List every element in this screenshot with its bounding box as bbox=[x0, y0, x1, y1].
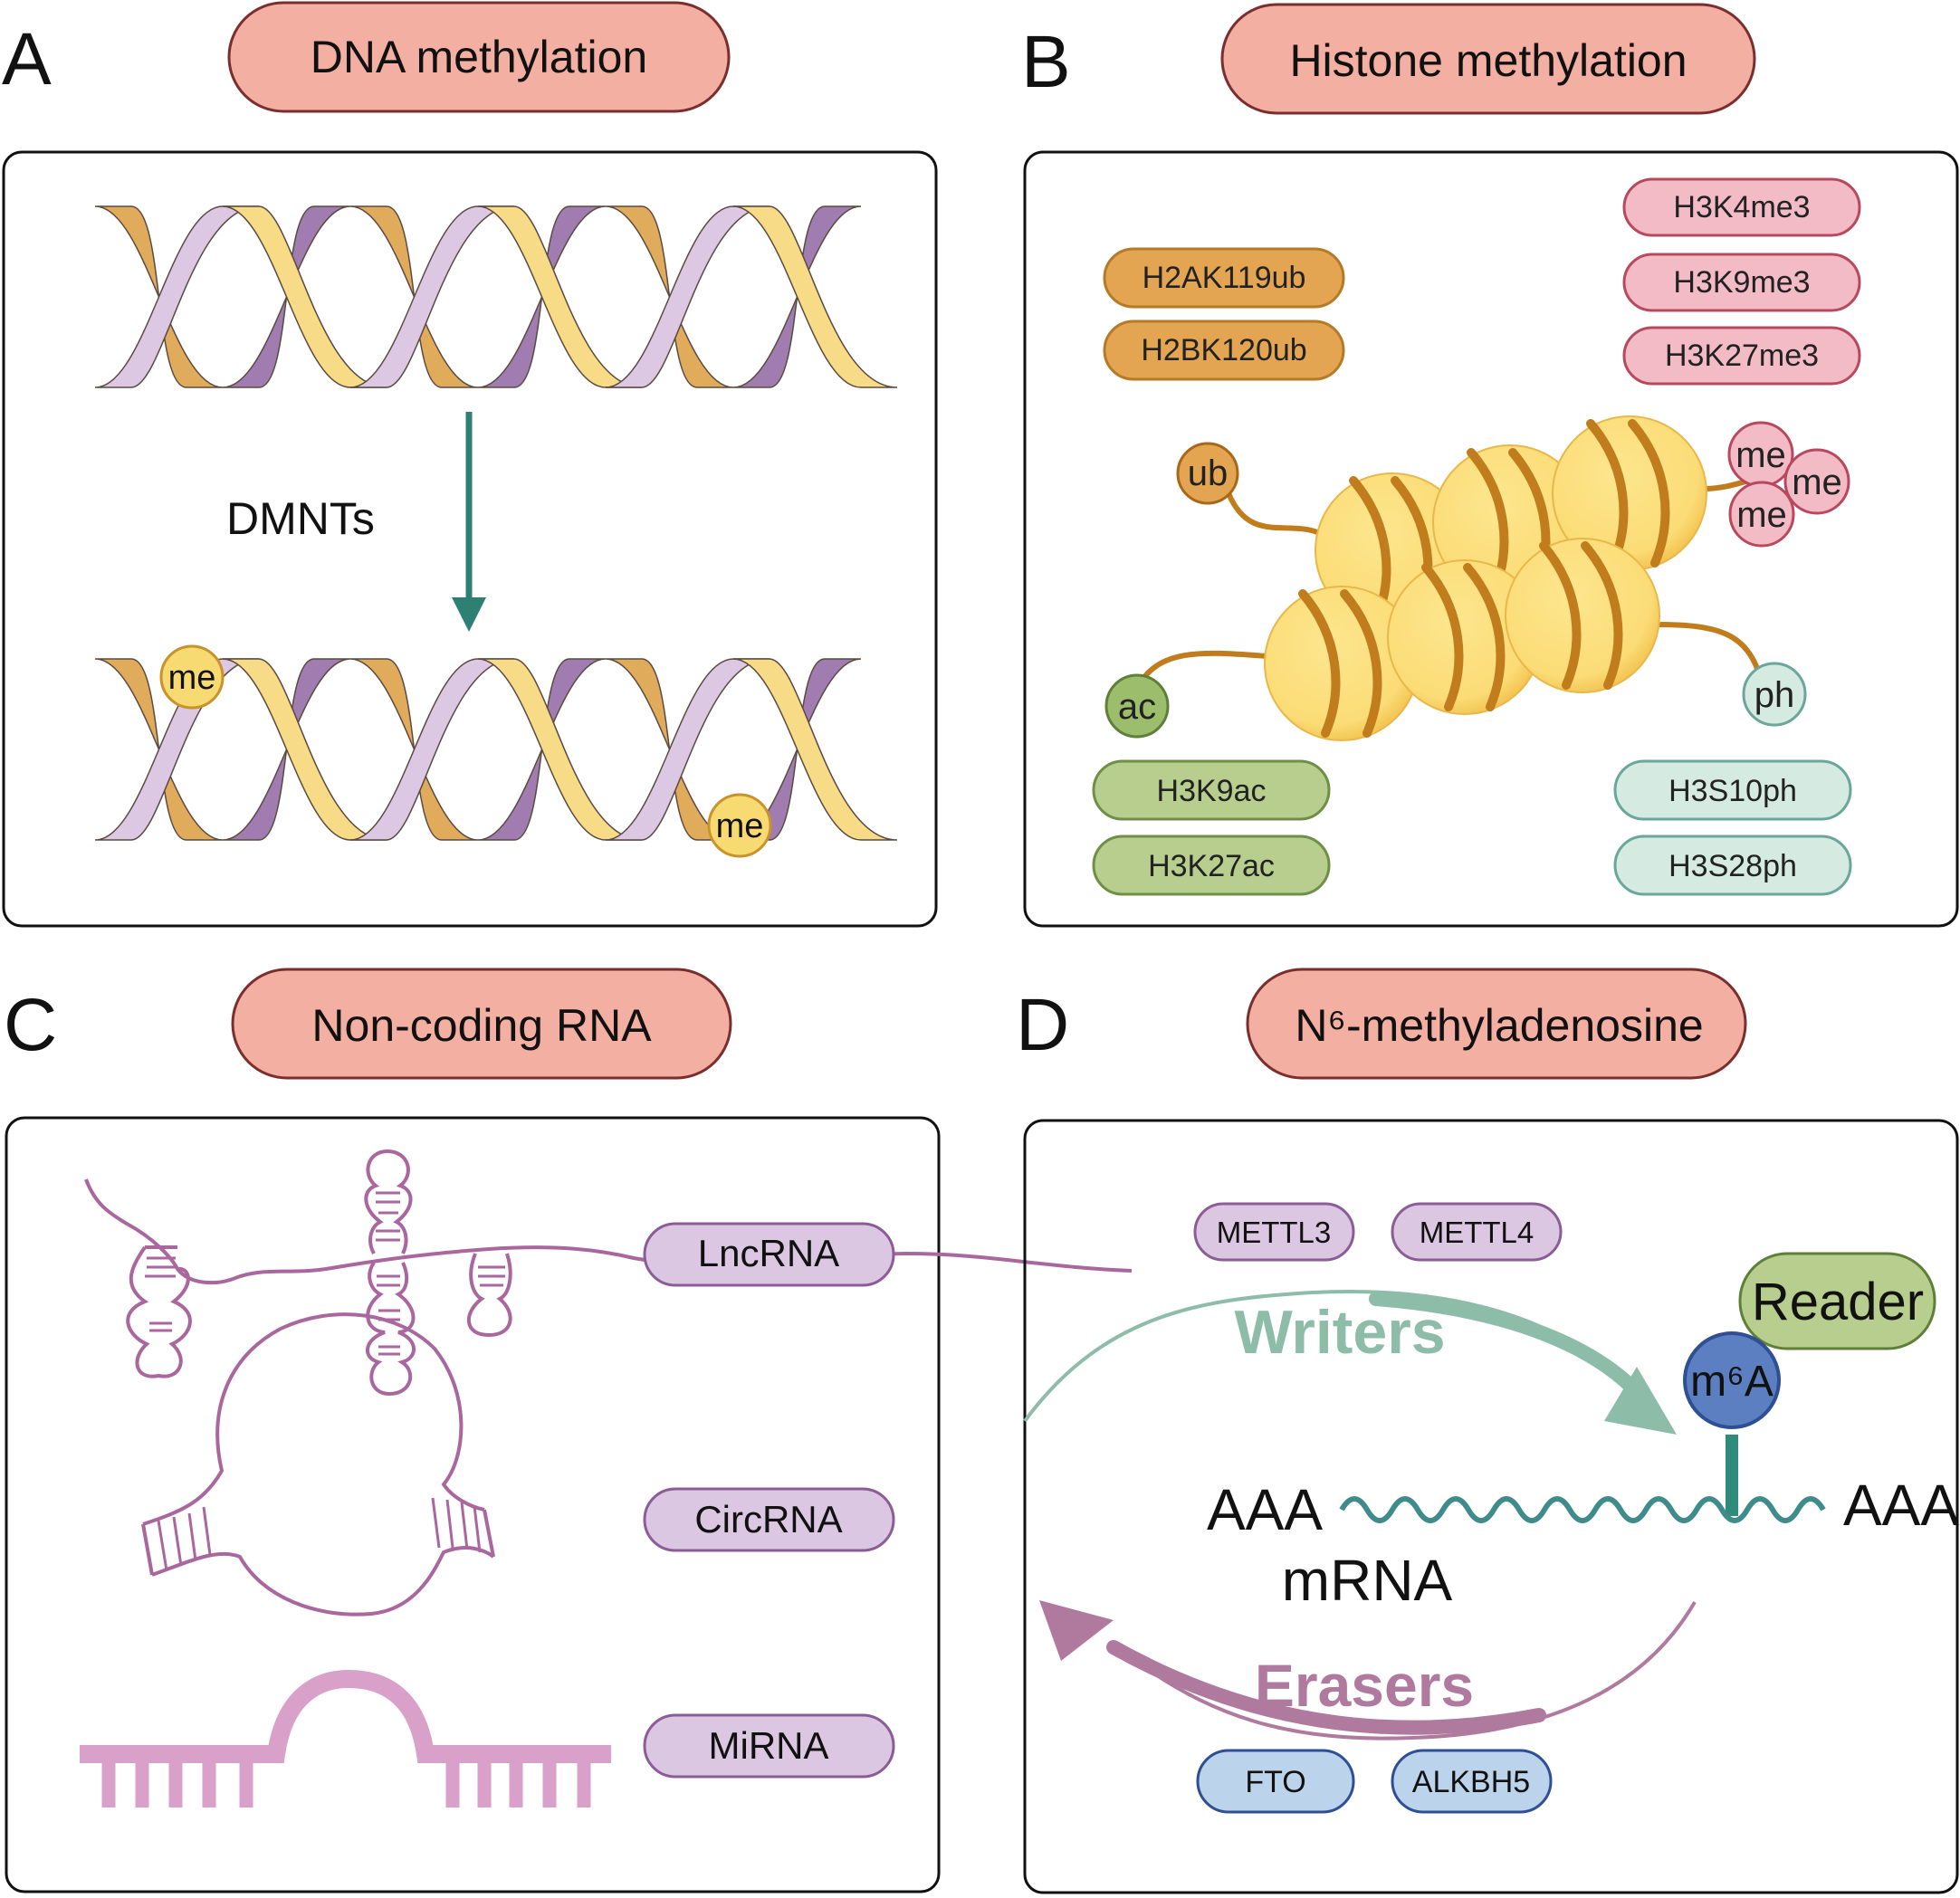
panel-b-title: Histone methylation bbox=[1289, 35, 1687, 86]
nucleosome bbox=[1505, 538, 1660, 693]
svg-text:ac: ac bbox=[1118, 687, 1156, 727]
ub-tag-1: H2AK119ub bbox=[1103, 247, 1345, 309]
panel-a-title-pill bbox=[227, 1, 731, 113]
mirna-tag: MiRNA bbox=[643, 1713, 895, 1779]
svg-text:H2AK119ub: H2AK119ub bbox=[1143, 261, 1306, 295]
writers-arrow-body bbox=[1369, 1292, 1641, 1397]
svg-text:ub: ub bbox=[1188, 453, 1229, 493]
panel-a-frame bbox=[2, 150, 938, 928]
methylation-arrow-head bbox=[452, 597, 486, 632]
panel-d-title: N⁶-methyladenosine bbox=[1295, 1000, 1703, 1051]
poly-a-left: AAA bbox=[1207, 1477, 1323, 1542]
erasers-label: Erasers bbox=[1255, 1652, 1474, 1719]
panel-letter-c: C bbox=[4, 984, 57, 1066]
helix-bottom-front-segment bbox=[732, 658, 898, 841]
writer-tag-mettl3: METTL3 bbox=[1193, 1202, 1355, 1262]
ph-modification: ph bbox=[1742, 662, 1807, 727]
panel-b-title-pill bbox=[1220, 3, 1756, 115]
svg-text:ALKBH5: ALKBH5 bbox=[1412, 1765, 1530, 1799]
svg-text:me: me bbox=[1736, 495, 1787, 535]
me-modification-2: me bbox=[1783, 448, 1850, 515]
panel-c-frame bbox=[5, 1116, 941, 1893]
reader-badge: Reader bbox=[1738, 1252, 1936, 1350]
me-tag-3: H3K27me3 bbox=[1622, 326, 1861, 386]
ac-tag-1: H3K9ac bbox=[1092, 759, 1331, 821]
writers-label: Writers bbox=[1234, 1298, 1445, 1367]
ph-tag-1: H3S10ph bbox=[1613, 759, 1852, 821]
eraser-tag-fto: FTO bbox=[1196, 1749, 1355, 1814]
panel-d: D N⁶-methyladenosine METTL3 METTL4 Write… bbox=[1016, 968, 1959, 1894]
panel-d-title-pill bbox=[1246, 968, 1747, 1080]
svg-text:METTL4: METTL4 bbox=[1420, 1216, 1535, 1249]
me-tag-2: H3K9me3 bbox=[1622, 253, 1861, 312]
nucleosome bbox=[1387, 559, 1543, 715]
dna-helix-methylated bbox=[94, 658, 898, 841]
ub-tail bbox=[1226, 491, 1319, 535]
svg-text:me: me bbox=[1792, 463, 1842, 502]
helix-top-front-segment bbox=[732, 205, 898, 388]
m6a-mark: m⁶A bbox=[1683, 1331, 1781, 1429]
svg-text:me: me bbox=[168, 659, 216, 697]
svg-text:H3K27ac: H3K27ac bbox=[1148, 849, 1275, 883]
svg-text:H3K4me3: H3K4me3 bbox=[1673, 190, 1810, 224]
mrna-wave-line bbox=[1339, 1496, 1826, 1523]
mrna-strand bbox=[1339, 1496, 1826, 1523]
writer-tag-mettl4: METTL4 bbox=[1391, 1202, 1563, 1262]
ph-tail bbox=[1656, 622, 1764, 680]
eraser-tag-alkbh5: ALKBH5 bbox=[1391, 1749, 1553, 1814]
panel-b: B Histone methylation H2AK119ub H2BK120u… bbox=[1021, 3, 1959, 928]
erasers-arrow-head bbox=[1039, 1600, 1114, 1661]
svg-text:me: me bbox=[716, 807, 764, 845]
lncrna-tag: LncRNA bbox=[643, 1222, 895, 1287]
panel-d-frame bbox=[1023, 1119, 1959, 1894]
panel-letter-d: D bbox=[1016, 984, 1069, 1066]
svg-text:H3S28ph: H3S28ph bbox=[1668, 849, 1797, 883]
mirna-structure bbox=[80, 1669, 611, 1807]
dmnts-label: DMNTs bbox=[226, 493, 375, 544]
panel-letter-b: B bbox=[1021, 21, 1071, 103]
circrna-structure bbox=[141, 1312, 495, 1617]
poly-a-right: AAA bbox=[1843, 1473, 1959, 1538]
svg-text:FTO: FTO bbox=[1245, 1765, 1305, 1799]
methyl-mark-1: me bbox=[159, 644, 225, 710]
erasers-arrow-body bbox=[1106, 1640, 1546, 1735]
me-modification-3: me bbox=[1728, 481, 1795, 548]
ac-tag-2: H3K27ac bbox=[1092, 835, 1331, 896]
writers-arrow-head bbox=[1604, 1367, 1677, 1435]
circrna-tag: CircRNA bbox=[643, 1487, 895, 1552]
panel-b-frame bbox=[1023, 150, 1959, 928]
ub-tag-2: H2BK120ub bbox=[1103, 320, 1345, 381]
panel-c: C Non-coding RNA bbox=[4, 968, 1133, 1893]
svg-text:me: me bbox=[1735, 435, 1786, 475]
svg-text:H3K9me3: H3K9me3 bbox=[1673, 265, 1810, 300]
svg-text:H3S10ph: H3S10ph bbox=[1668, 774, 1797, 808]
nucleosome bbox=[1264, 586, 1420, 741]
ac-modification: ac bbox=[1104, 673, 1170, 739]
svg-text:Reader: Reader bbox=[1752, 1273, 1924, 1331]
panel-letter-a: A bbox=[2, 18, 52, 100]
me-modification-1: me bbox=[1727, 421, 1794, 488]
erasers-arrow-tail bbox=[1112, 1600, 1697, 1741]
ub-modification: ub bbox=[1176, 442, 1239, 505]
svg-text:ph: ph bbox=[1754, 675, 1795, 715]
ph-tag-2: H3S28ph bbox=[1613, 835, 1852, 896]
svg-text:LncRNA: LncRNA bbox=[698, 1232, 839, 1274]
svg-text:CircRNA: CircRNA bbox=[694, 1498, 842, 1540]
svg-text:METTL3: METTL3 bbox=[1217, 1216, 1332, 1249]
dna-helix-unmethylated bbox=[94, 205, 898, 388]
mrna-label: mRNA bbox=[1282, 1548, 1453, 1613]
panel-c-title: Non-coding RNA bbox=[311, 1000, 652, 1051]
panel-a-title: DNA methylation bbox=[311, 32, 647, 82]
svg-text:H3K9ac: H3K9ac bbox=[1157, 774, 1267, 808]
panel-c-title-pill bbox=[231, 968, 732, 1080]
svg-text:m⁶A: m⁶A bbox=[1690, 1358, 1774, 1406]
panel-a: A DNA methylation DMNTs me me bbox=[2, 1, 938, 928]
me-tag-1: H3K4me3 bbox=[1622, 177, 1861, 237]
svg-text:MiRNA: MiRNA bbox=[709, 1724, 829, 1767]
nucleosome-array bbox=[1264, 415, 1707, 741]
svg-text:H2BK120ub: H2BK120ub bbox=[1141, 333, 1306, 367]
methyl-mark-2: me bbox=[707, 793, 772, 858]
svg-text:H3K27me3: H3K27me3 bbox=[1665, 339, 1819, 373]
